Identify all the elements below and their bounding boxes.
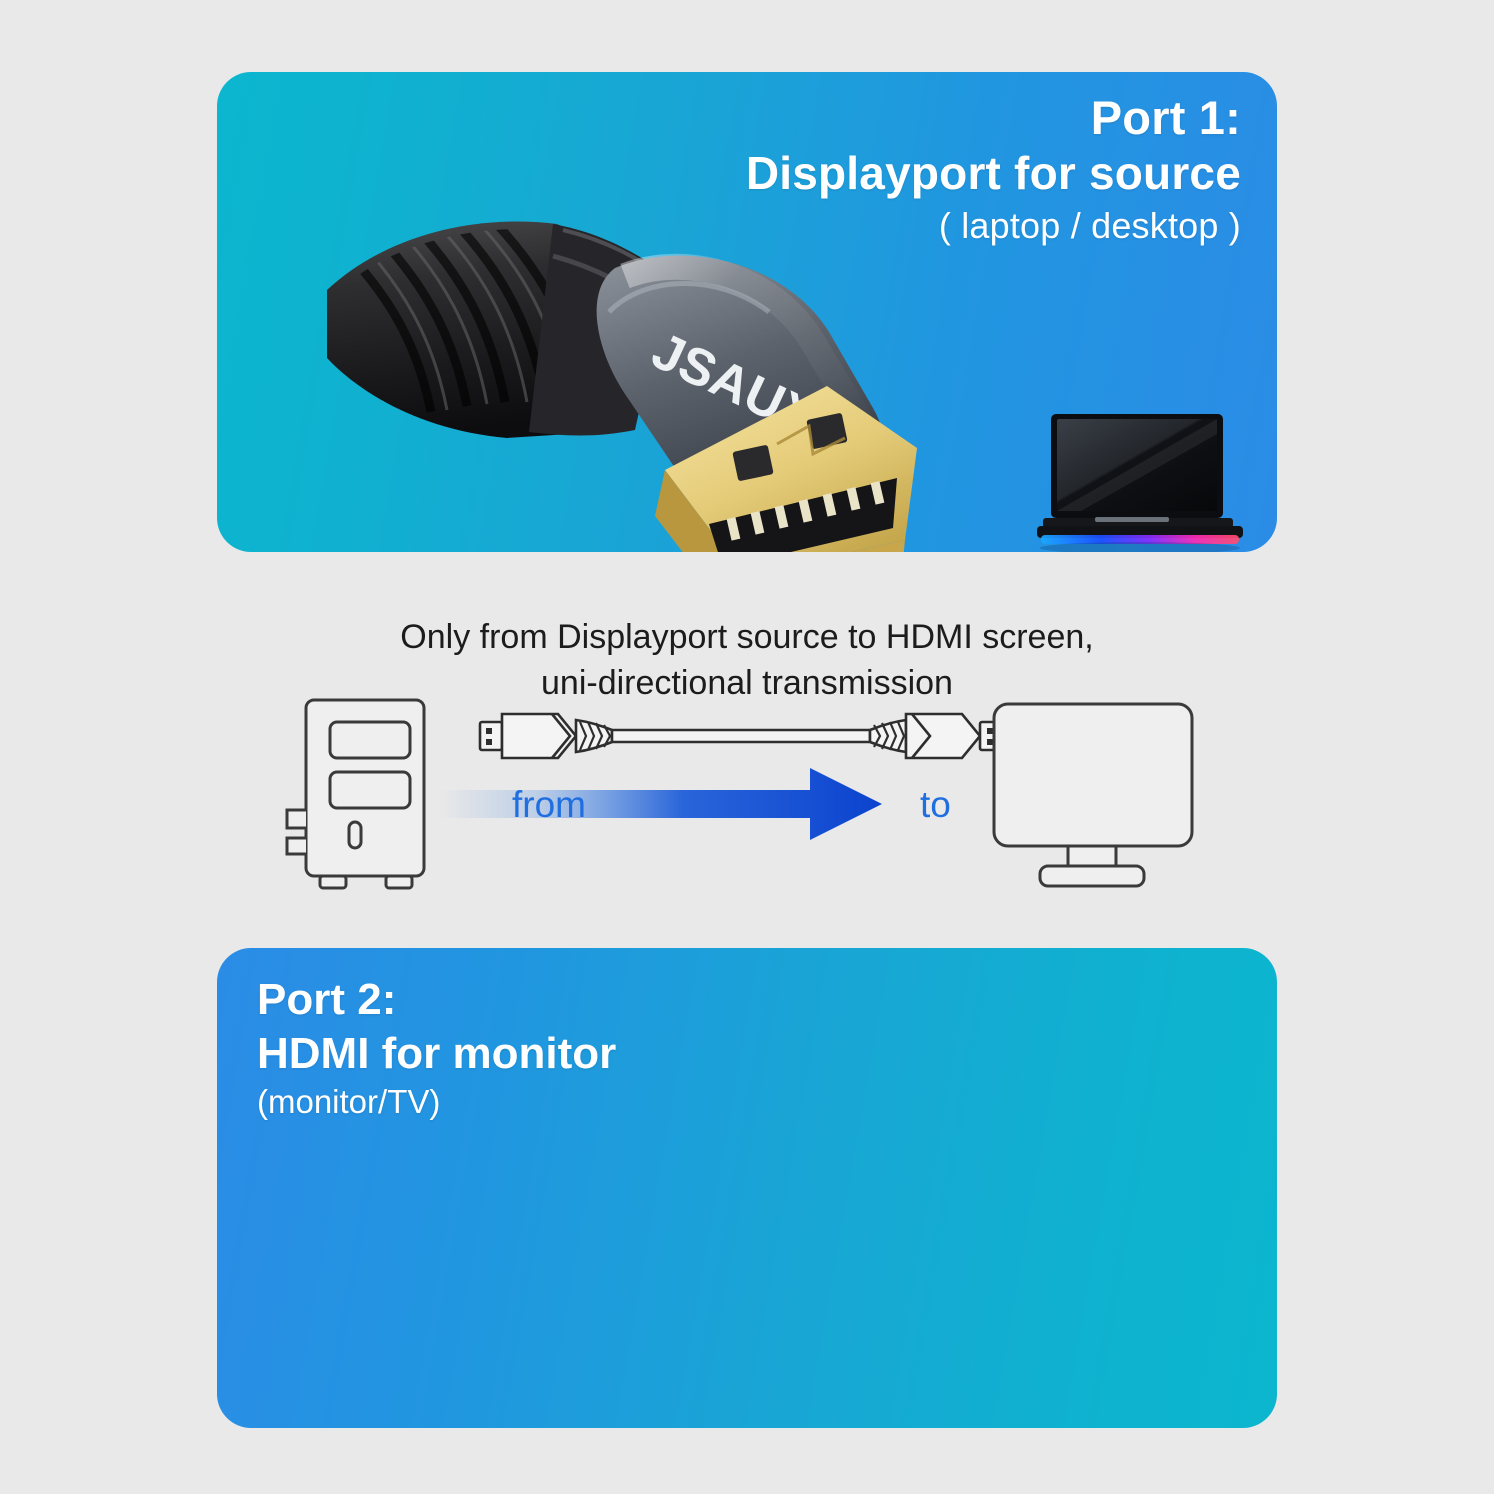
- from-label: from: [512, 784, 586, 825]
- monitor-outline-icon: [992, 702, 1194, 888]
- right-arrow-icon: [440, 768, 882, 840]
- to-label: to: [920, 784, 951, 825]
- middle-caption-line-2: uni-directional transmission: [541, 664, 953, 703]
- middle-caption-line-1: Only from Displayport source to HDMI scr…: [400, 618, 1094, 656]
- pc-tower-outline-icon: [285, 698, 426, 890]
- middle-caption: Only from Displayport source to HDMI scr…: [0, 614, 1494, 706]
- panel-2-subtitle: HDMI for monitor: [257, 1028, 617, 1078]
- panel-2-note: (monitor/TV): [257, 1083, 441, 1121]
- panel-2-heading: Port 2: HDMI for monitor (monitor/TV): [257, 974, 616, 1124]
- panel-port-1: Port 1: Displayport for source ( laptop …: [217, 72, 1277, 552]
- panel-1-heading: Port 1: Displayport for source ( laptop …: [746, 90, 1241, 249]
- displayport-connector-photo: JSAUX: [327, 172, 977, 552]
- panel-port-2: Port 2: HDMI for monitor (monitor/TV): [217, 948, 1277, 1428]
- panel-2-title: Port 2:: [257, 975, 397, 1024]
- panel-1-note: ( laptop / desktop ): [938, 204, 1241, 246]
- displayport-to-hdmi-cable-icon: [478, 712, 1006, 760]
- connection-flow-diagram: from to: [285, 686, 1210, 914]
- displayport-gold-plug: [655, 386, 917, 552]
- panel-1-title: Port 1:: [1090, 91, 1241, 144]
- laptop-device-image: [1037, 404, 1255, 552]
- panel-1-subtitle: Displayport for source: [745, 147, 1241, 200]
